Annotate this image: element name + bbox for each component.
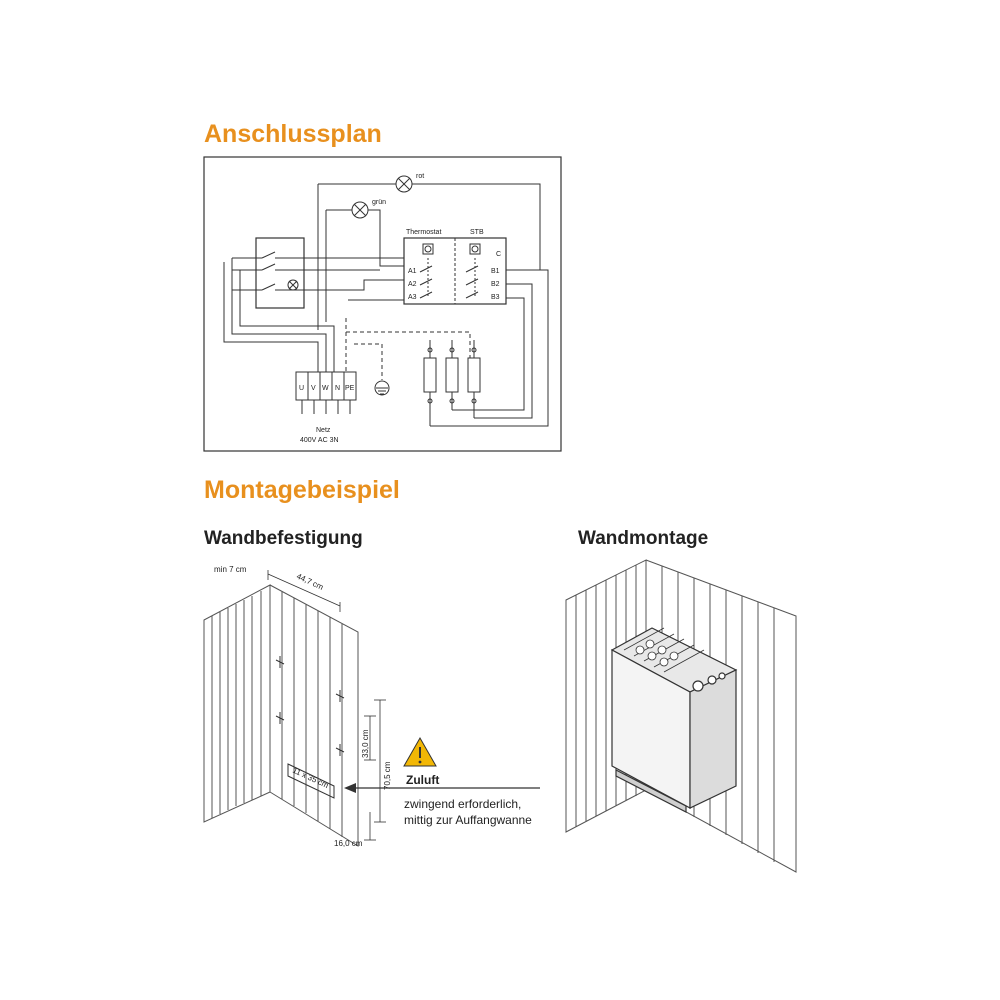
contact-a3: A3 (408, 294, 417, 301)
terminal-c-label: C (496, 251, 501, 258)
contactor-contacts (261, 251, 299, 291)
mains-label: Netz (316, 427, 331, 434)
contact-b3: B3 (491, 294, 500, 301)
airflow-note-line-1: zwingend erforderlich, (404, 797, 521, 811)
thermostat-label: Thermostat (406, 229, 441, 236)
lamp-green-icon (351, 201, 369, 219)
contactor-box (255, 237, 305, 309)
knob-icon (718, 672, 726, 680)
wiring-frame (203, 156, 562, 452)
knob-icon (692, 680, 704, 692)
contact-b1: B1 (491, 268, 500, 275)
stb-label: STB (470, 229, 484, 236)
drip-tray (615, 769, 687, 813)
lamp-red-label: rot (416, 173, 424, 180)
terminal-n: N (335, 385, 340, 392)
lamp-green-label: grün (372, 199, 386, 206)
wall-mount-title: Wandmontage (578, 528, 709, 549)
section-title-mounting: Montagebeispiel (204, 476, 400, 504)
vent-opening (287, 763, 335, 799)
wall-fixing-drawing (203, 570, 386, 847)
lamp-red-icon (395, 175, 413, 193)
wiring-diagram (203, 156, 562, 452)
warning-icon (403, 736, 437, 767)
dim-min-label: min 7 cm (214, 565, 247, 574)
airflow-label: Zuluft (406, 773, 439, 787)
contact-a1: A1 (408, 268, 417, 275)
terminal-v: V (311, 385, 316, 392)
left-wall-boards (211, 591, 262, 818)
heater-stones (635, 639, 679, 667)
mains-terminal-block (295, 371, 357, 414)
dim-16-label: 16,0 cm (334, 839, 363, 848)
heater-control-knobs (692, 672, 726, 692)
knob-icon (707, 675, 717, 685)
terminal-w: W (322, 385, 329, 392)
stb-dial-icon (469, 243, 481, 255)
thermostat-dial-icon (422, 243, 434, 255)
wall-fixing-title: Wandbefestigung (204, 528, 363, 549)
contact-a2: A2 (408, 281, 417, 288)
mains-spec: 400V AC 3N (300, 437, 339, 444)
terminal-pe: PE (345, 385, 355, 392)
contact-b2: B2 (491, 281, 500, 288)
airflow-arrow (344, 783, 540, 793)
airflow-note-line-2: mittig zur Auffangwanne (404, 813, 532, 827)
dim-70-label: 70,5 cm (383, 761, 392, 790)
right-wall-boards (281, 591, 343, 837)
dimension-lines (267, 570, 386, 841)
mounting-marks (275, 656, 345, 756)
dim-33-label: 33,0 cm (361, 729, 370, 758)
thermostat-contacts (419, 258, 479, 299)
sauna-heater (610, 627, 738, 813)
section-title-wiring: Anschlussplan (204, 120, 382, 148)
heating-elements (423, 340, 481, 426)
terminal-u: U (299, 385, 304, 392)
dim-width-label: 44,7 cm (295, 572, 325, 592)
ground-icon (374, 380, 390, 396)
